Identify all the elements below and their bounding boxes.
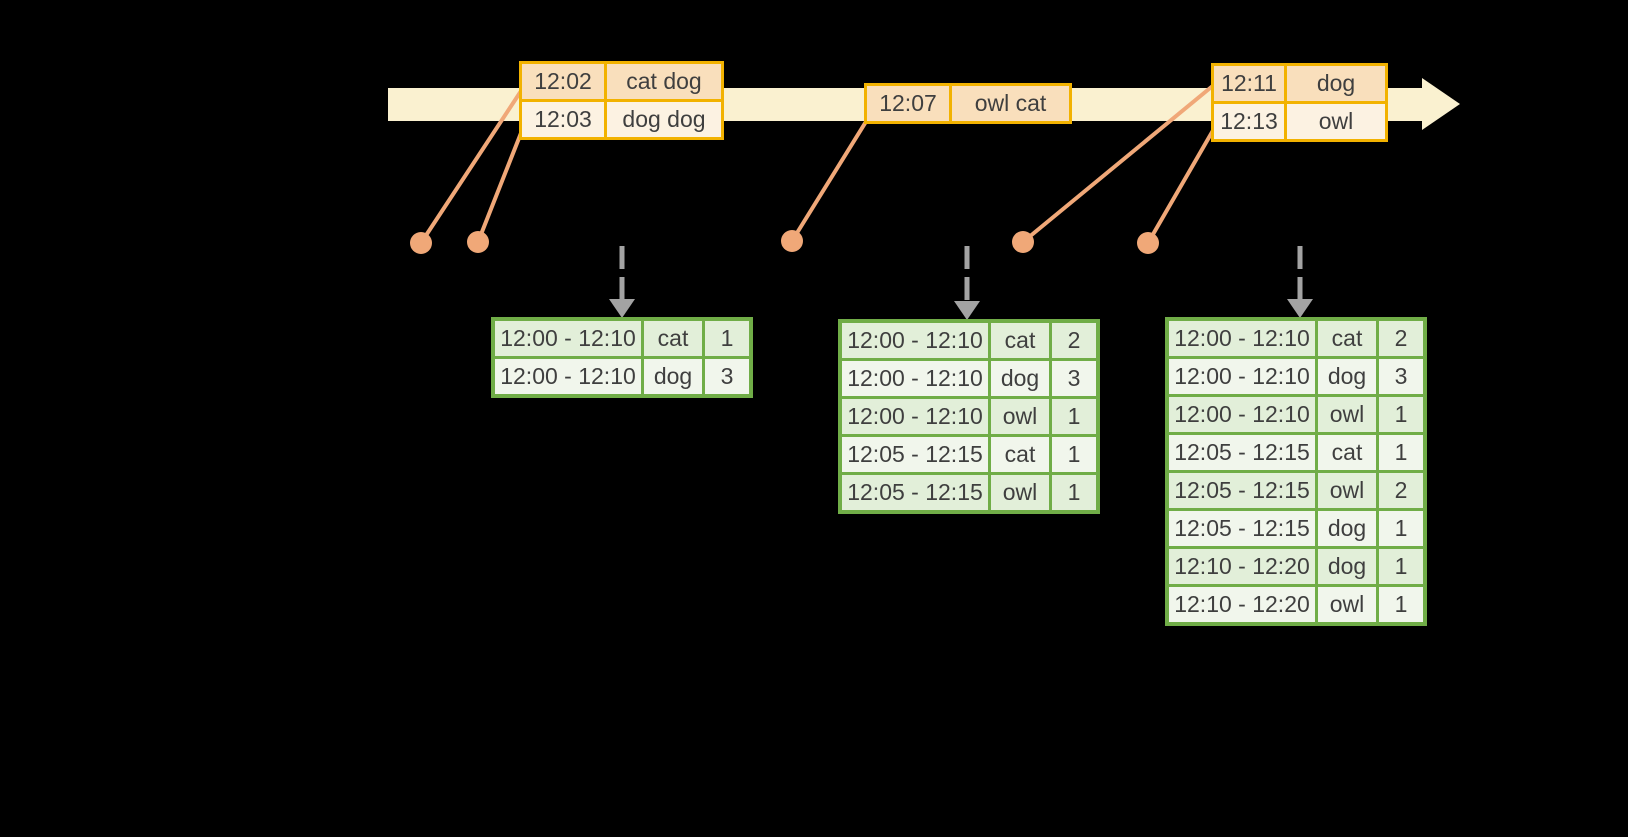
trigger-arrowhead-icon [954,301,980,320]
table-cell: 2 [1379,321,1423,356]
table-cell: dog [1318,511,1379,546]
event-connector-line [790,118,869,243]
table-cell: 2 [1379,473,1423,508]
event-connector-line [476,126,525,244]
table-cell: cat [1318,435,1379,470]
trigger-arrow-lines [619,246,1303,302]
table-cell: owl [1318,473,1379,508]
table-cell: owl cat [952,86,1069,121]
table-cell: 12:00 - 12:10 [495,359,644,394]
table-cell: cat [991,323,1052,358]
table-cell: owl [1287,104,1385,139]
trigger-arrow-heads [609,299,1313,320]
table-cell: 1 [1379,397,1423,432]
event-time-dot [1012,231,1034,253]
table-cell: cat [1318,321,1379,356]
table-cell: 1 [1379,435,1423,470]
event-connector-line [419,86,525,245]
table-cell: 12:00 - 12:10 [842,323,991,358]
table-cell: dog dog [607,102,721,137]
table-cell: cat dog [607,64,721,99]
table-cell: 12:00 - 12:10 [842,399,991,434]
table-cell: 1 [1379,511,1423,546]
event-connector-line [1146,125,1217,245]
table-cell: 1 [705,321,749,356]
table-cell: 1 [1379,549,1423,584]
table-cell: 12:10 - 12:20 [1169,587,1318,622]
table-cell: dog [1287,66,1385,101]
timeline-arrowhead-icon [1422,78,1460,130]
table-cell: 12:11 [1214,66,1287,101]
event-time-dot [1137,232,1159,254]
table-cell: 3 [705,359,749,394]
table-cell: dog [991,361,1052,396]
table-cell: 12:05 - 12:15 [1169,435,1318,470]
table-cell: 12:00 - 12:10 [495,321,644,356]
table-cell: owl [991,399,1052,434]
table-cell: 2 [1052,323,1096,358]
table-cell: dog [644,359,705,394]
table-cell: owl [1318,587,1379,622]
table-cell: 1 [1052,399,1096,434]
table-cell: owl [1318,397,1379,432]
table-cell: 12:13 [1214,104,1287,139]
table-cell: 12:05 - 12:15 [1169,473,1318,508]
table-cell: 12:00 - 12:10 [1169,359,1318,394]
table-cell: 12:02 [522,64,607,99]
event-connector-lines [419,82,1217,245]
event-time-dot [467,231,489,253]
table-cell: 1 [1052,475,1096,510]
table-cell: dog [1318,359,1379,394]
event-time-dot [410,232,432,254]
table-cell: 3 [1052,361,1096,396]
event-time-dot [781,230,803,252]
table-cell: 12:05 - 12:15 [842,475,991,510]
table-cell: 12:05 - 12:15 [1169,511,1318,546]
table-cell: 12:07 [867,86,952,121]
table-cell: 12:00 - 12:10 [1169,321,1318,356]
table-cell: 12:03 [522,102,607,137]
table-cell: cat [644,321,705,356]
table-cell: 12:00 - 12:10 [1169,397,1318,432]
table-cell: cat [991,437,1052,472]
event-time-dots [410,230,1159,254]
table-cell: 12:05 - 12:15 [842,437,991,472]
table-cell: 1 [1379,587,1423,622]
trigger-arrowhead-icon [609,299,635,318]
table-cell: 12:00 - 12:10 [842,361,991,396]
table-cell: 1 [1052,437,1096,472]
table-cell: dog [1318,549,1379,584]
table-cell: owl [991,475,1052,510]
event-connector-line [1021,82,1217,244]
trigger-arrowhead-icon [1287,299,1313,318]
table-cell: 3 [1379,359,1423,394]
table-cell: 12:10 - 12:20 [1169,549,1318,584]
